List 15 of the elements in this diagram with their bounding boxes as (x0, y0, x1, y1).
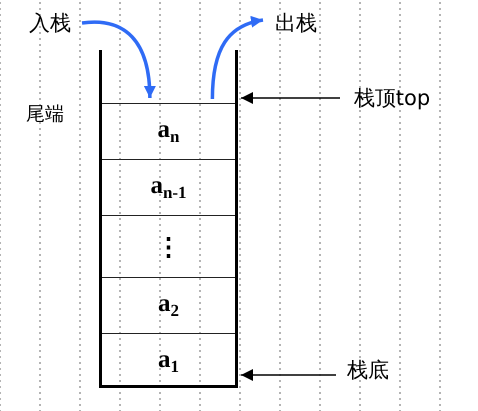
arrow (82, 20, 156, 98)
element-label: a$_{n-1}$ (150, 172, 187, 203)
arrow (241, 92, 340, 104)
stack-label: 栈顶top (340, 84, 444, 112)
element-label: ⋮ (156, 232, 181, 262)
arrow (210, 16, 264, 100)
element-label: a$_{2}$ (158, 290, 179, 321)
stack-label: 栈底 (338, 356, 398, 384)
element-label: a$_{n}$ (158, 116, 180, 147)
end-label: 尾端 (26, 102, 64, 127)
element-label: a$_{1}$ (158, 346, 179, 376)
stack-label: 出栈 (264, 8, 328, 38)
arrow (241, 369, 336, 381)
stack-container (99, 50, 238, 388)
stack-label: 入栈 (18, 8, 82, 38)
